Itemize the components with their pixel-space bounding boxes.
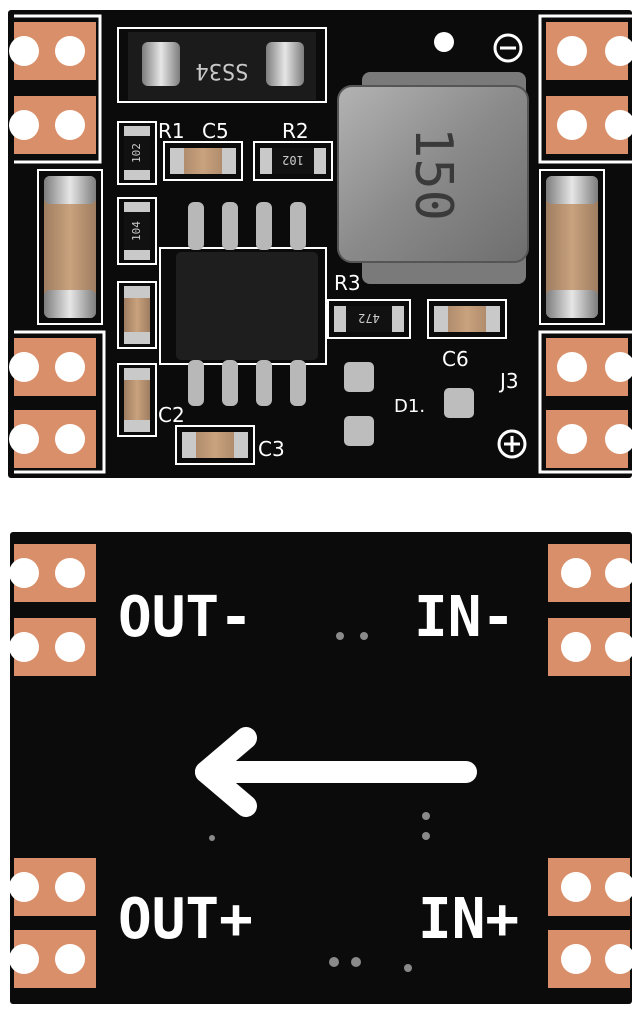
right-pads-top (538, 14, 635, 474)
label-out-plus: OUT+ (118, 887, 253, 952)
diode-marking: SS34 (196, 58, 249, 83)
label-in-minus: IN- (414, 585, 515, 650)
cap-104-value: 104 (130, 221, 143, 241)
label-r2: R2 (282, 119, 309, 143)
direction-arrow (195, 727, 477, 817)
r3-value: 472 (358, 311, 380, 325)
capacitor-104: 104 (117, 197, 157, 265)
label-j3: J3 (498, 369, 519, 393)
bottom-silkscreen-labels: OUT- IN- OUT+ IN+ (118, 585, 519, 952)
r2-value: 102 (282, 153, 304, 167)
ic-chip (159, 202, 327, 406)
capacitor-c3 (175, 425, 255, 465)
capacitor-left-large (37, 169, 103, 325)
label-out-minus: OUT- (118, 585, 253, 650)
label-in-plus: IN+ (418, 887, 519, 952)
right-pads-bottom (548, 544, 635, 988)
resistor-r1: 102 (117, 121, 157, 185)
left-pads-bottom (9, 544, 96, 988)
label-c6: C6 (442, 347, 469, 371)
resistor-r2: 102 (253, 141, 333, 181)
capacitor-c5 (163, 141, 243, 181)
pin1-dot (434, 32, 454, 52)
bottom-board: OUT- IN- OUT+ IN+ (9, 532, 635, 1004)
label-c5: C5 (202, 119, 229, 143)
label-c3: C3 (258, 437, 285, 461)
top-silkscreen-labels: R1 C5 R2 R3 C6 J3 D1. C2 C3 (158, 119, 519, 461)
r1-value: 102 (130, 143, 143, 163)
diode-ss34: SS34 (117, 27, 327, 103)
capacitor-c6 (427, 299, 507, 339)
label-r3: R3 (334, 271, 361, 295)
label-c2: C2 (158, 403, 185, 427)
label-r1: R1 (158, 119, 185, 143)
capacitor-c2 (117, 363, 157, 437)
capacitor-right-large (539, 169, 605, 325)
top-board: SS34 150 (8, 10, 635, 478)
resistor-r3: 472 (327, 299, 411, 339)
capacitor-c1 (117, 281, 157, 349)
left-pads-top (9, 14, 106, 474)
inductor-marking: 150 (403, 127, 463, 221)
vias (209, 632, 430, 972)
d1-pads (344, 362, 474, 446)
polarity-plus-symbol (497, 429, 527, 459)
inductor-150: 150 (337, 72, 529, 284)
polarity-minus-symbol (493, 33, 523, 63)
label-d1: D1. (394, 396, 425, 417)
